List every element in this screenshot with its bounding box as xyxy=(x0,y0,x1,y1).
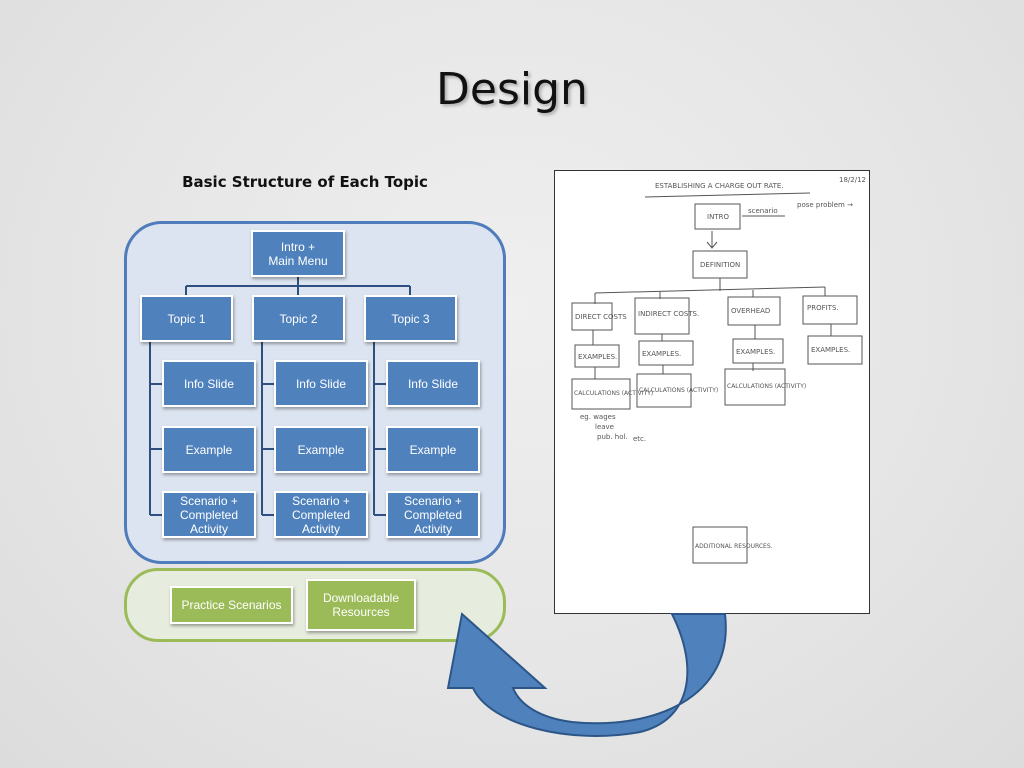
downloadable-resources-box: Downloadable Resources xyxy=(306,579,416,631)
topic-2-example: Example xyxy=(274,426,368,473)
topic-3-info-slide: Info Slide xyxy=(386,360,480,407)
sketch-intro: INTRO xyxy=(707,213,729,221)
topic-1-scenario: Scenario + Completed Activity xyxy=(162,491,256,538)
sketch-examples-3: EXAMPLES. xyxy=(736,348,775,356)
sketch-examples-1: EXAMPLES. xyxy=(578,353,617,361)
slide-title: Design xyxy=(436,64,588,115)
sketch-eg-pubhol: pub. hol. xyxy=(597,433,628,441)
topic-3-scenario: Scenario + Completed Activity xyxy=(386,491,480,538)
sketch-examples-4: EXAMPLES. xyxy=(811,346,850,354)
sketch-eg-leave: leave xyxy=(595,423,614,431)
topic-2-info-slide: Info Slide xyxy=(274,360,368,407)
sketch-scenario: scenario xyxy=(748,207,778,215)
sketch-note: pose problem → xyxy=(797,201,853,209)
topic-1-info-slide: Info Slide xyxy=(162,360,256,407)
sketch-heading: ESTABLISHING A CHARGE OUT RATE. xyxy=(655,182,784,190)
sketch-eg-wages: eg. wages xyxy=(580,413,616,421)
sketch-calc-3: CALCULATIONS (ACTIVITY) xyxy=(727,383,806,390)
sketch-overhead: OVERHEAD xyxy=(731,307,770,315)
topic-1-box: Topic 1 xyxy=(140,295,233,342)
sketch-direct-costs: DIRECT COSTS xyxy=(575,313,627,321)
sketch-etc: etc. xyxy=(633,435,646,443)
sketch-definition: DEFINITION xyxy=(700,261,740,269)
sketch-calc-2: CALCULATIONS (ACTIVITY) xyxy=(639,387,718,394)
sketch-examples-2: EXAMPLES. xyxy=(642,350,681,358)
sketch-drawing: ESTABLISHING A CHARGE OUT RATE. 18/2/12 … xyxy=(571,176,866,564)
topic-2-scenario: Scenario + Completed Activity xyxy=(274,491,368,538)
practice-scenarios-box: Practice Scenarios xyxy=(170,586,293,624)
structure-title: Basic Structure of Each Topic xyxy=(182,173,428,191)
topic-2-box: Topic 2 xyxy=(252,295,345,342)
sketch-calc-1: CALCULATIONS (ACTIVITY) xyxy=(574,390,653,397)
topic-3-example: Example xyxy=(386,426,480,473)
topic-1-example: Example xyxy=(162,426,256,473)
sketch-date: 18/2/12 xyxy=(839,176,866,184)
hand-drawn-sketch: ESTABLISHING A CHARGE OUT RATE. 18/2/12 … xyxy=(554,170,870,614)
topic-3-box: Topic 3 xyxy=(364,295,457,342)
sketch-indirect-costs: INDIRECT COSTS. xyxy=(638,310,699,318)
sketch-additional: ADDITIONAL RESOURCES. xyxy=(695,543,773,550)
sketch-profits: PROFITS. xyxy=(807,304,839,312)
intro-main-menu-box: Intro + Main Menu xyxy=(251,230,345,277)
